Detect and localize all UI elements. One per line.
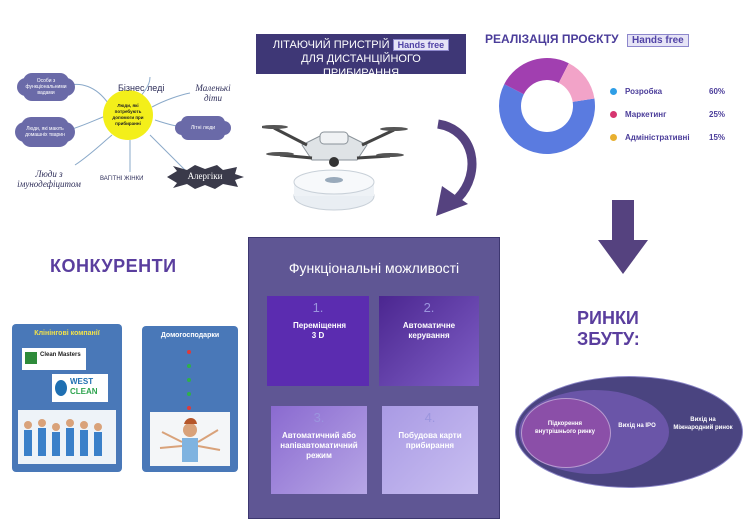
pie-legend: Розробка 60% Маркетинг 25% Адміністративні 15… — [610, 86, 745, 155]
legend-dot-icon — [610, 134, 617, 141]
pie-slice-1 — [499, 84, 595, 154]
red-dot-icon — [187, 350, 191, 354]
legend-label: Адміністративні — [625, 133, 690, 142]
dot-list — [185, 350, 193, 420]
label-immunodeficiency: Люди з імунодефіцитом — [17, 169, 81, 189]
legend-value: 60% — [709, 87, 726, 96]
legend-value: 15% — [709, 133, 726, 142]
allergy-burst-icon — [167, 165, 244, 189]
markets-title: РИНКИ ЗБУТУ: — [577, 308, 640, 349]
cleaning-companies-card: Клінінгові компанії Clean Masters WEST C… — [12, 324, 122, 472]
cleaning-team-photo — [18, 410, 116, 464]
label-allergy-star: Алергіки — [165, 165, 245, 189]
legend-dot-icon — [610, 88, 617, 95]
drone-image — [262, 125, 408, 211]
label-pregnant-women: ВАГІТНІ ЖІНКИ — [100, 176, 144, 182]
budget-donut-chart — [499, 58, 595, 154]
legend-value: 25% — [709, 110, 726, 119]
pie-slice-2 — [504, 58, 569, 95]
green-dot-icon — [187, 392, 191, 396]
competitors-title: КОНКУРЕНТИ — [50, 256, 177, 276]
red-dot-icon — [187, 406, 191, 410]
housewives-card: Домогосподарки — [142, 326, 238, 472]
market-inner-circle — [521, 398, 611, 468]
markets-diagram: Підкорення внутрішнього ринку Вихід на I… — [515, 376, 743, 488]
housewife-photo — [150, 412, 230, 466]
clean-masters-logo: Clean Masters — [22, 348, 86, 370]
cloud-disabled-people: Особи з функціональними вадами — [22, 77, 70, 97]
pie-slice-3 — [558, 63, 595, 102]
cloud-pet-owners: Люди, які мають домашніх тварин — [20, 121, 70, 143]
legend-dot-icon — [610, 111, 617, 118]
feature-card-3: 3. Автоматичний або напівавтоматичний ре… — [271, 406, 367, 494]
west-clean-logo: WEST CLEAN — [52, 374, 108, 402]
green-dot-icon — [187, 378, 191, 382]
mindmap-center: Люди, які потребують допомоги при прибир… — [103, 90, 153, 140]
features-title: Функціональні можливості — [288, 260, 460, 276]
features-panel: Функціональні можливості 1. Переміщення … — [248, 237, 500, 519]
label-business-lady: Бізнес леді — [118, 83, 165, 93]
feature-card-4: 4. Побудова карти прибирання — [382, 406, 478, 494]
drop-icon — [55, 380, 67, 396]
cloud-elderly: Літні люди — [180, 120, 226, 136]
legend-label: Маркетинг — [625, 110, 667, 119]
hands-free-badge: Hands free — [392, 39, 450, 51]
down-arrow-icon — [598, 200, 648, 274]
feature-card-2: 2. Автоматичне керування — [379, 296, 479, 386]
legend-item: Маркетинг 25% — [610, 109, 745, 120]
legend-label: Розробка — [625, 87, 663, 96]
legend-item: Адміністративні 15% — [610, 132, 745, 143]
audience-mindmap: Люди, які потребують допомоги при прибир… — [0, 45, 250, 205]
green-dot-icon — [187, 364, 191, 368]
curved-arrow-icon — [436, 119, 477, 216]
realization-badge: Hands free — [627, 34, 689, 47]
feature-card-1: 1. Переміщення 3 D — [267, 296, 369, 386]
realization-title: РЕАЛІЗАЦІЯ ПРОЄКТУ — [485, 32, 619, 46]
realization-header: РЕАЛІЗАЦІЯ ПРОЄКТУ Hands free — [485, 30, 745, 50]
device-title-box: ЛІТАЮЧИЙ ПРИСТРІЙ Hands free ДЛЯ ДИСТАНЦ… — [256, 34, 466, 79]
house-icon — [25, 352, 37, 364]
legend-item: Розробка 60% — [610, 86, 745, 97]
label-small-kids: Маленькі діти — [195, 83, 231, 103]
